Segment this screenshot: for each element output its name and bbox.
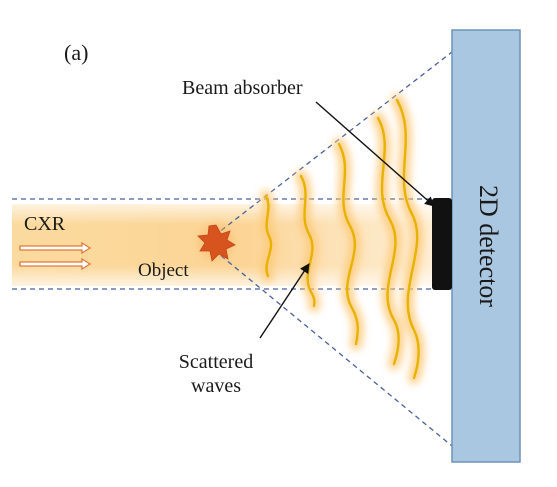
beam-edge-lines: [12, 198, 452, 290]
absorber-pointer: [315, 101, 435, 207]
pointer-arrows: [259, 101, 435, 339]
scattering-cone: [213, 51, 453, 447]
wave-2: [299, 174, 316, 308]
scattered-waves: [260, 94, 425, 384]
scattered-label-line1: Scattered: [179, 351, 253, 373]
object-label: Object: [138, 260, 189, 281]
wave-4: [376, 116, 400, 366]
detector-label: 2D detector: [474, 185, 503, 307]
beam-absorber-label: Beam absorber: [182, 77, 303, 99]
wave-5: [395, 98, 420, 380]
detector: [451, 29, 521, 463]
double-arrow-right-icon: [19, 241, 92, 271]
panel-label: (a): [64, 40, 88, 65]
cxr-label: CXR: [24, 213, 66, 235]
beam-absorber: [432, 198, 452, 290]
waves-pointer: [259, 263, 310, 339]
star-burst-icon: [197, 224, 236, 262]
wave-3: [337, 142, 359, 346]
wave-1: [264, 194, 273, 278]
scattered-label-line2: waves: [191, 375, 241, 397]
